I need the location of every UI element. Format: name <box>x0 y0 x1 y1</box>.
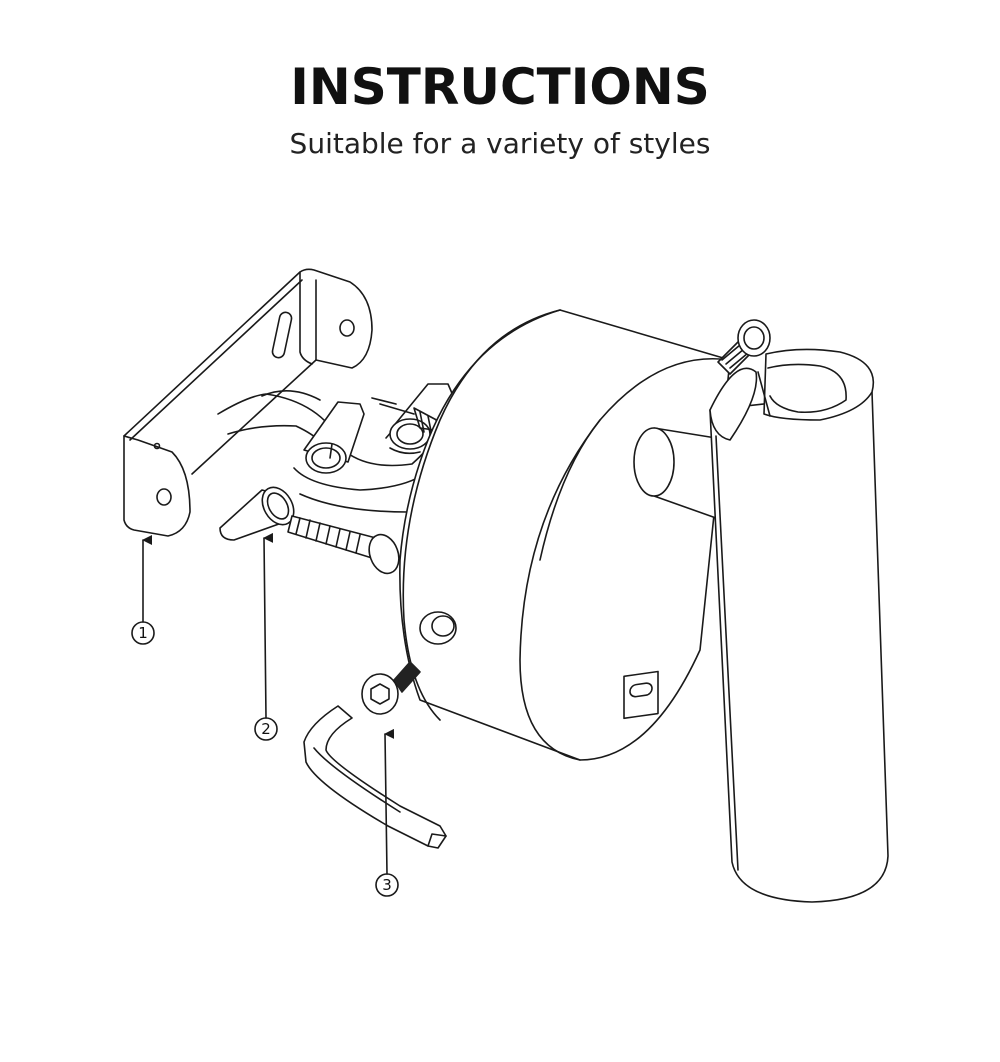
lamp-body <box>399 309 731 761</box>
lamp-tube <box>709 348 889 903</box>
lamp-arm <box>633 427 717 519</box>
callout-3-circle <box>375 873 399 897</box>
page-title: INSTRUCTIONS <box>290 58 710 116</box>
tube-set-screw <box>717 319 771 375</box>
mounting-screw <box>287 515 400 575</box>
mounting-bracket <box>123 268 373 537</box>
callout-2-circle <box>254 717 278 741</box>
wires <box>217 390 433 513</box>
page-subtitle: Suitable for a variety of styles <box>289 127 711 160</box>
hex-screw <box>361 661 421 715</box>
allen-key <box>303 705 447 849</box>
callout-2-number: 2 <box>261 720 271 738</box>
callout-3-number: 3 <box>382 876 392 894</box>
callout-leaders <box>142 532 395 875</box>
callout-1-number: 1 <box>138 624 148 642</box>
wire-connector-top-left <box>303 401 365 474</box>
callout-1-circle <box>131 621 155 645</box>
wire-connector-bottom <box>219 486 295 541</box>
